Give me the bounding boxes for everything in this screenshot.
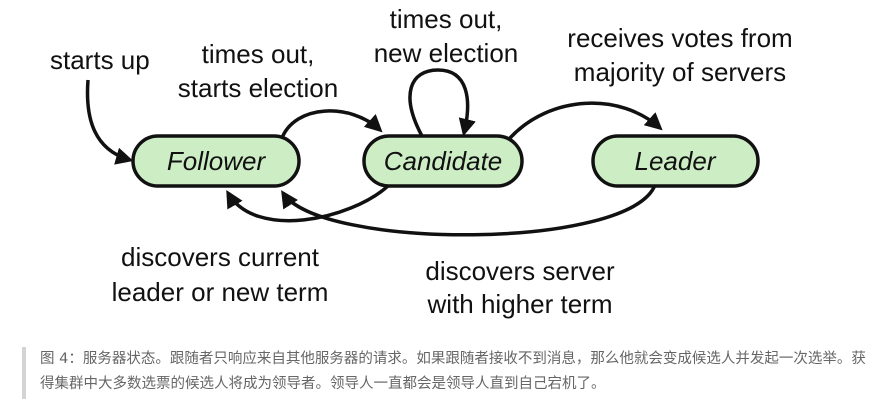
label-times-out-2: times out, <box>390 4 503 34</box>
arrow-starts-up <box>85 79 134 165</box>
label-leader-or-new-term: leader or new term <box>112 277 329 307</box>
arrow-candidate-to-leader <box>508 101 663 140</box>
node-follower: Follower <box>131 134 301 188</box>
label-times-out-1: times out, <box>202 39 315 69</box>
label-starts-up: starts up <box>50 45 150 75</box>
label-discovers-current: discovers current <box>121 242 320 272</box>
node-leader-label: Leader <box>635 146 717 176</box>
label-majority-of-servers: majority of servers <box>574 57 786 87</box>
label-starts-election: starts election <box>178 73 338 103</box>
label-receives-votes: receives votes from <box>567 23 792 53</box>
label-with-higher-term: with higher term <box>427 289 613 319</box>
arrow-candidate-to-follower <box>226 184 390 223</box>
node-leader: Leader <box>591 134 760 188</box>
node-follower-label: Follower <box>167 146 267 176</box>
raft-state-diagram: Follower Candidate Leader starts up time… <box>50 4 793 319</box>
label-new-election: new election <box>374 38 519 68</box>
label-discovers-server: discovers server <box>425 256 615 286</box>
arrow-follower-to-candidate <box>280 109 383 139</box>
node-candidate-label: Candidate <box>384 146 503 176</box>
arrow-candidate-self <box>408 68 476 137</box>
node-candidate: Candidate <box>362 134 524 188</box>
figure-caption: 图 4：服务器状态。跟随者只响应来自其他服务器的请求。如果跟随者接收不到消息，那… <box>22 347 880 399</box>
arrow-leader-to-follower <box>281 184 657 237</box>
